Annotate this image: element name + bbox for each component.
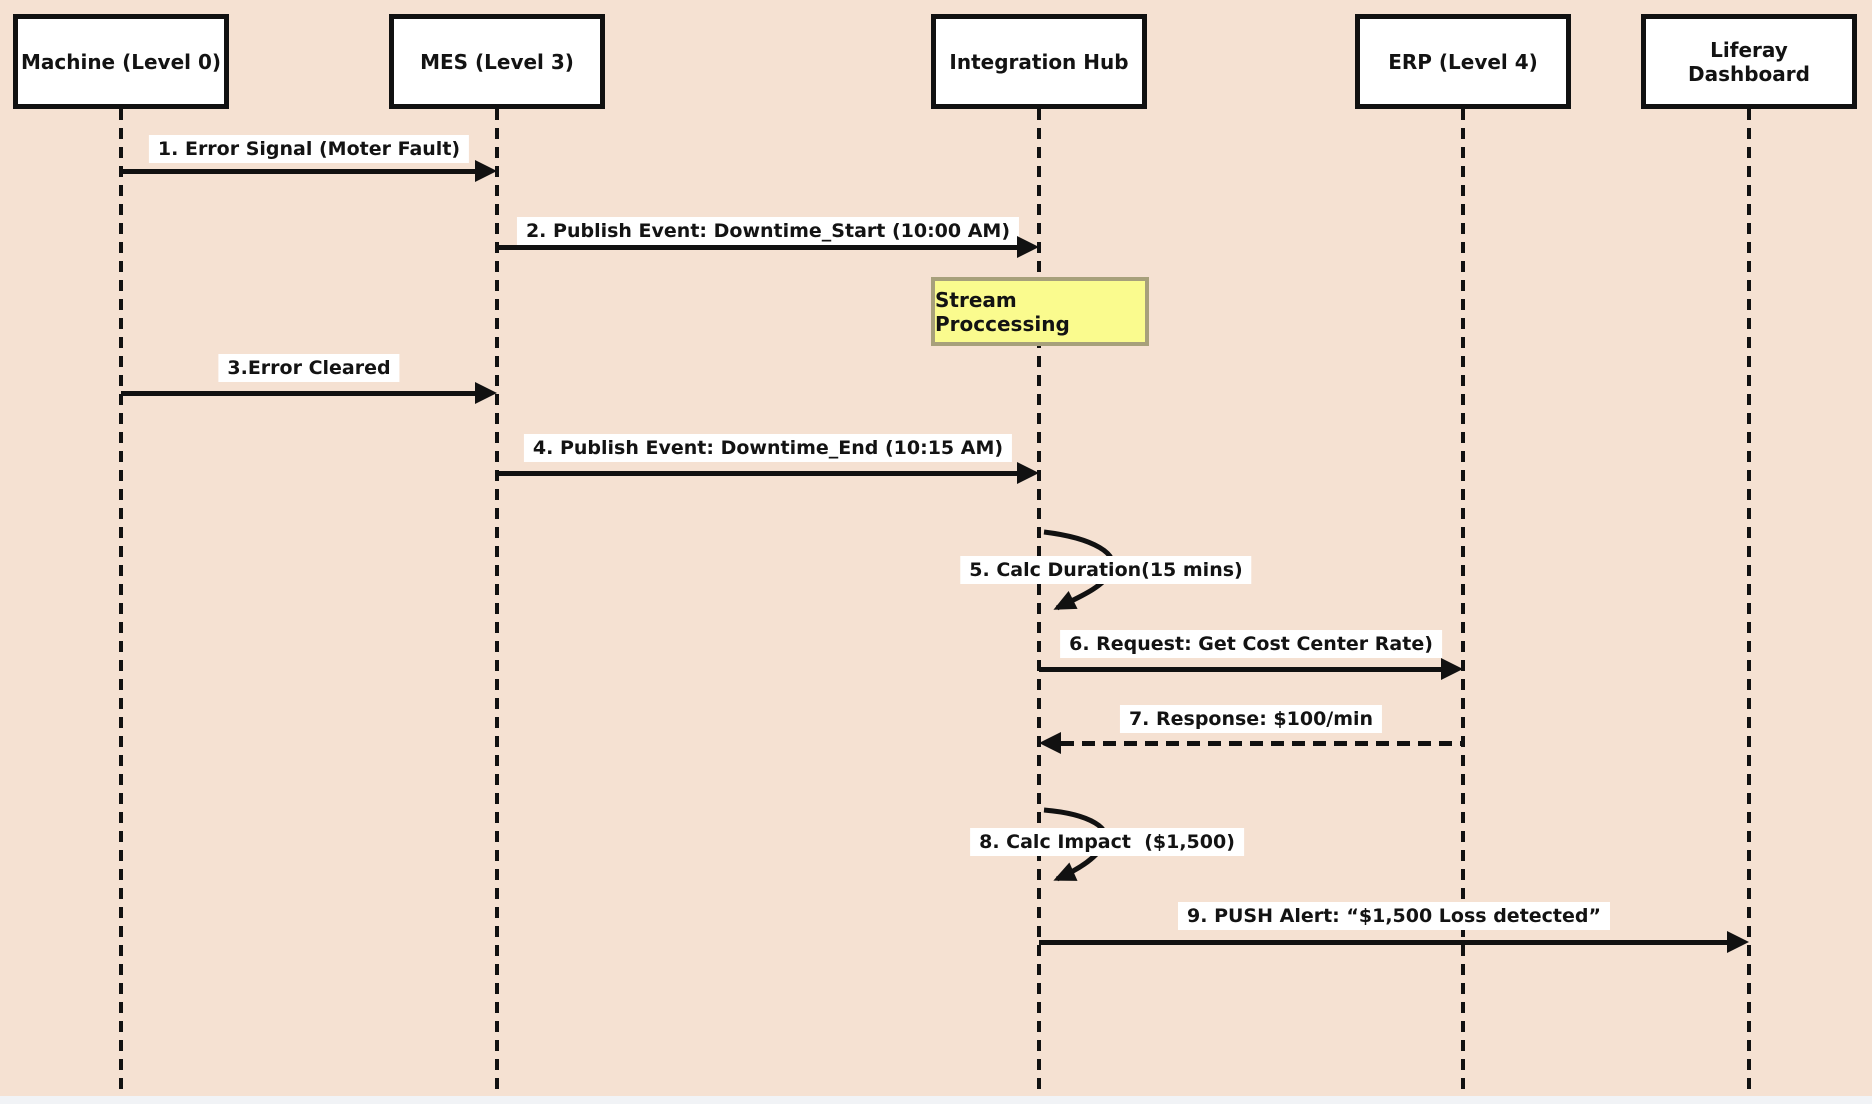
actor-liferay-dashboard-label: Liferay Dashboard [1688, 37, 1810, 86]
message-4-label: 4. Publish Event: Downtime_End (10:15 AM… [523, 434, 1013, 462]
actor-mes: MES (Level 3) [389, 14, 605, 109]
message-6-label: 6. Request: Get Cost Center Rate) [1060, 630, 1442, 658]
message-3-label: 3.Error Cleared [218, 354, 400, 382]
message-9-line [1039, 940, 1729, 945]
lifeline-erp [1461, 109, 1465, 1089]
actor-mes-label: MES (Level 3) [420, 49, 574, 74]
message-4-arrowhead-icon [1017, 462, 1039, 484]
actor-integration-hub-label: Integration Hub [949, 49, 1129, 74]
message-4-line [497, 471, 1019, 476]
actor-erp-label: ERP (Level 4) [1388, 49, 1538, 74]
bottom-edge-strip [0, 1096, 1872, 1104]
actor-machine-label: Machine (Level 0) [20, 49, 222, 74]
actor-liferay-dashboard: Liferay Dashboard [1641, 14, 1857, 109]
message-9-label: 9. PUSH Alert: “$1,500 Loss detected” [1178, 902, 1610, 930]
actor-machine: Machine (Level 0) [13, 14, 229, 109]
message-6-line [1039, 667, 1443, 672]
message-2-label: 2. Publish Event: Downtime_Start (10:00 … [516, 217, 1020, 245]
message-1-label: 1. Error Signal (Moter Fault) [148, 135, 470, 163]
note-stream-processing-label: Stream Proccessing [935, 287, 1070, 336]
message-3-line [121, 391, 477, 396]
message-1-line [121, 169, 477, 174]
lifeline-integration-hub [1037, 109, 1041, 1089]
message-1-arrowhead-icon [475, 160, 497, 182]
lifeline-mes [495, 109, 499, 1089]
message-9-arrowhead-icon [1727, 931, 1749, 953]
message-2-line [497, 245, 1019, 250]
actor-integration-hub: Integration Hub [931, 14, 1147, 109]
message-3-arrowhead-icon [475, 382, 497, 404]
lifeline-machine [119, 109, 123, 1089]
message-5-label: 5. Calc Duration(15 mins) [960, 556, 1252, 584]
message-2-arrowhead-icon [1017, 236, 1039, 258]
message-7-line [1061, 741, 1463, 746]
message-7-arrowhead-icon [1039, 732, 1061, 754]
message-7-label: 7. Response: $100/min [1119, 705, 1383, 733]
message-8-label: 8. Calc Impact ($1,500) [970, 828, 1244, 856]
actor-erp: ERP (Level 4) [1355, 14, 1571, 109]
message-6-arrowhead-icon [1441, 658, 1463, 680]
lifeline-liferay-dashboard [1747, 109, 1751, 1089]
note-stream-processing: Stream Proccessing [931, 277, 1149, 346]
